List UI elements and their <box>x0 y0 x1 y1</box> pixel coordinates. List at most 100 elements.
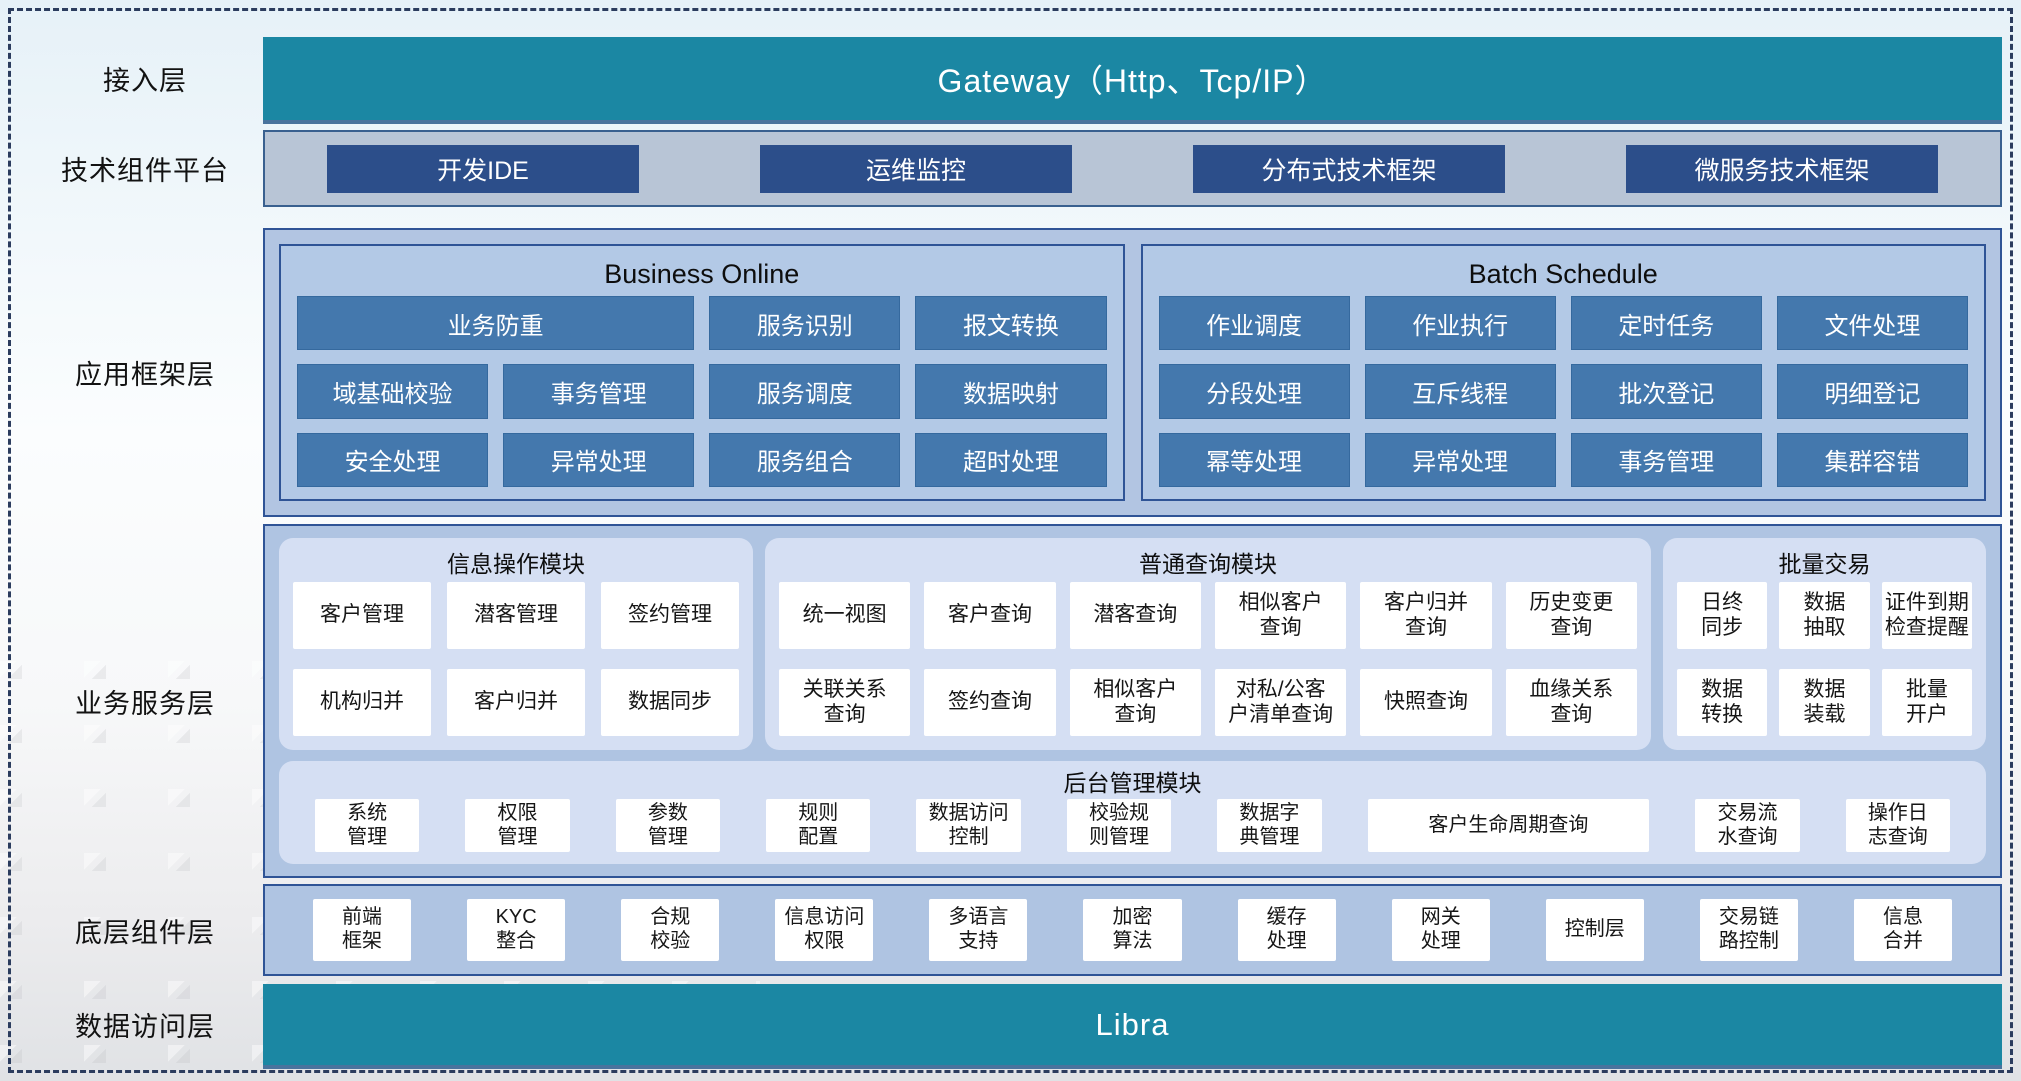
service-cell: 校验规 则管理 <box>1066 799 1172 852</box>
service-cell: 相似客户 查询 <box>1214 582 1347 649</box>
layer-label-tech-platform: 技术组件平台 <box>61 156 229 186</box>
service-cell: 数据 转换 <box>1677 669 1768 736</box>
framework-feature-block: 文件处理 <box>1776 296 1968 351</box>
common-query-grid: 统一视图 客户查询 潜客查询 相似客户 查询 客户归并 查询 历史变更 查询 关… <box>779 582 1637 736</box>
service-cell: 对私/公客 户清单查询 <box>1214 669 1347 736</box>
layer-label-access: 接入层 <box>103 66 187 96</box>
service-cell: 相似客户 查询 <box>1069 669 1201 736</box>
business-online-title: Business Online <box>604 258 800 289</box>
framework-feature-block: 分段处理 <box>1158 364 1350 419</box>
business-modules-row: 信息操作模块 客户管理 潜客管理 签约管理 机构归并 客户归并 数据同步 <box>279 538 1986 750</box>
service-cell: 血缘关系 查询 <box>1505 669 1637 736</box>
business-online-panel: Business Online 业务防重 服务识别 报文转换 域基础校验 事务管… <box>279 244 1125 501</box>
base-component-cell: 信息 合并 <box>1853 899 1953 961</box>
service-cell: 数据访问 控制 <box>916 799 1021 852</box>
service-cell: 历史变更 查询 <box>1505 582 1637 649</box>
tech-component-block: 开发IDE <box>327 144 639 193</box>
service-cell: 操作日 志查询 <box>1845 799 1950 852</box>
batch-trade-module: 批量交易 日终 同步 数据 抽取 证件到期 检查提醒 数据 转换 数据 装载 批… <box>1663 538 1986 750</box>
base-component-cell: 缓存 处理 <box>1237 899 1336 961</box>
libra-bar: Libra <box>263 984 2002 1069</box>
common-query-module: 普通查询模块 统一视图 客户查询 潜客查询 相似客户 查询 客户归并 查询 历史… <box>765 538 1651 750</box>
service-cell: 客户归并 <box>447 669 585 736</box>
framework-feature-block: 互斥线程 <box>1364 364 1556 419</box>
info-operation-module: 信息操作模块 客户管理 潜客管理 签约管理 机构归并 客户归并 数据同步 <box>279 538 753 750</box>
service-cell: 签约查询 <box>924 669 1056 736</box>
tech-component-block: 分布式技术框架 <box>1193 144 1505 193</box>
service-cell: 客户管理 <box>293 582 431 649</box>
base-component-cell: 前端 框架 <box>313 899 412 961</box>
base-component-cell: KYC 整合 <box>467 899 566 961</box>
service-cell: 客户查询 <box>924 582 1056 649</box>
access-layer-row: Gateway（Http、Tcp/IP） <box>263 37 2002 124</box>
service-cell: 权限 管理 <box>465 799 570 852</box>
tech-platform-row: 开发IDE 运维监控 分布式技术框架 微服务技术框架 <box>263 130 2002 207</box>
base-component-cell: 网关 处理 <box>1391 899 1490 961</box>
framework-feature-block: 事务管理 <box>1570 432 1762 487</box>
info-operation-title: 信息操作模块 <box>447 551 585 577</box>
service-cell: 系统 管理 <box>315 799 420 852</box>
base-components-row: 前端 框架 KYC 整合 合规 校验 信息访问 权限 多语言 支持 加密 算法 … <box>263 884 2002 976</box>
service-cell: 数据同步 <box>601 669 739 736</box>
batch-trade-grid: 日终 同步 数据 抽取 证件到期 检查提醒 数据 转换 数据 装载 批量 开户 <box>1677 582 1972 736</box>
admin-module: 后台管理模块 系统 管理 权限 管理 参数 管理 规则 配置 数据访问 控制 校… <box>279 761 1986 864</box>
service-cell: 证件到期 检查提醒 <box>1881 582 1972 649</box>
service-cell: 快照查询 <box>1360 669 1492 736</box>
app-framework-panel: Business Online 业务防重 服务识别 报文转换 域基础校验 事务管… <box>263 228 2002 517</box>
batch-trade-title: 批量交易 <box>1778 551 1871 577</box>
service-cell: 交易流 水查询 <box>1695 799 1800 852</box>
service-cell: 潜客管理 <box>447 582 585 649</box>
business-online-grid: 业务防重 服务识别 报文转换 域基础校验 事务管理 服务调度 数据映射 安全处理… <box>297 296 1107 487</box>
framework-feature-block: 域基础校验 <box>297 364 489 419</box>
framework-feature-block: 批次登记 <box>1570 364 1762 419</box>
framework-feature-block: 作业执行 <box>1364 296 1556 351</box>
framework-feature-block: 业务防重 <box>297 296 695 351</box>
base-component-cell: 多语言 支持 <box>929 899 1028 961</box>
framework-feature-block: 服务识别 <box>709 296 901 351</box>
framework-feature-block: 作业调度 <box>1158 296 1350 351</box>
admin-module-title: 后台管理模块 <box>1063 770 1202 796</box>
framework-feature-block: 服务组合 <box>709 432 901 487</box>
batch-schedule-grid: 作业调度 作业执行 定时任务 文件处理 分段处理 互斥线程 批次登记 明细登记 … <box>1158 296 1968 487</box>
framework-feature-block: 超时处理 <box>915 432 1107 487</box>
service-cell: 机构归并 <box>293 669 431 736</box>
framework-feature-block: 报文转换 <box>915 296 1107 351</box>
base-component-cell: 控制层 <box>1545 899 1644 961</box>
info-operation-grid: 客户管理 潜客管理 签约管理 机构归并 客户归并 数据同步 <box>293 582 739 736</box>
service-cell: 数据 装载 <box>1779 669 1870 736</box>
service-cell: 潜客查询 <box>1069 582 1201 649</box>
tech-platform-panel: 开发IDE 运维监控 分布式技术框架 微服务技术框架 <box>263 130 2002 207</box>
framework-feature-block: 集群容错 <box>1776 432 1968 487</box>
base-component-cell: 加密 算法 <box>1083 899 1182 961</box>
diagram-dashed-frame <box>8 8 2013 1073</box>
batch-schedule-title: Batch Schedule <box>1468 258 1658 289</box>
framework-feature-block: 服务调度 <box>709 364 901 419</box>
framework-feature-block: 事务管理 <box>503 364 695 419</box>
service-cell: 客户归并 查询 <box>1360 582 1492 649</box>
base-components-panel: 前端 框架 KYC 整合 合规 校验 信息访问 权限 多语言 支持 加密 算法 … <box>263 884 2002 976</box>
service-cell: 参数 管理 <box>615 799 721 852</box>
service-cell: 客户生命周期查询 <box>1367 799 1650 852</box>
gateway-bar: Gateway（Http、Tcp/IP） <box>263 37 2002 124</box>
framework-feature-block: 明细登记 <box>1776 364 1968 419</box>
common-query-title: 普通查询模块 <box>1139 551 1277 577</box>
service-cell: 统一视图 <box>779 582 911 649</box>
business-service-row: 信息操作模块 客户管理 潜客管理 签约管理 机构归并 客户归并 数据同步 <box>263 524 2002 878</box>
framework-feature-block: 异常处理 <box>503 432 695 487</box>
framework-feature-block: 定时任务 <box>1570 296 1762 351</box>
data-access-row: Libra <box>263 984 2002 1069</box>
framework-feature-block: 数据映射 <box>915 364 1107 419</box>
framework-feature-block: 幂等处理 <box>1158 432 1350 487</box>
business-service-panel: 信息操作模块 客户管理 潜客管理 签约管理 机构归并 客户归并 数据同步 <box>263 524 2002 878</box>
service-cell: 数据 抽取 <box>1779 582 1870 649</box>
service-cell: 关联关系 查询 <box>779 669 911 736</box>
tech-component-block: 微服务技术框架 <box>1626 144 1938 193</box>
layer-label-data-access: 数据访问层 <box>75 1012 215 1042</box>
layer-label-base-components: 底层组件层 <box>75 917 215 948</box>
service-cell: 批量 开户 <box>1881 669 1972 736</box>
admin-module-grid: 系统 管理 权限 管理 参数 管理 规则 配置 数据访问 控制 校验规 则管理 … <box>315 799 1950 852</box>
layer-label-business-service: 业务服务层 <box>75 688 215 719</box>
framework-feature-block: 异常处理 <box>1364 432 1556 487</box>
batch-schedule-panel: Batch Schedule 作业调度 作业执行 定时任务 文件处理 分段处理 … <box>1140 244 1986 501</box>
service-cell: 数据字 典管理 <box>1217 799 1322 852</box>
